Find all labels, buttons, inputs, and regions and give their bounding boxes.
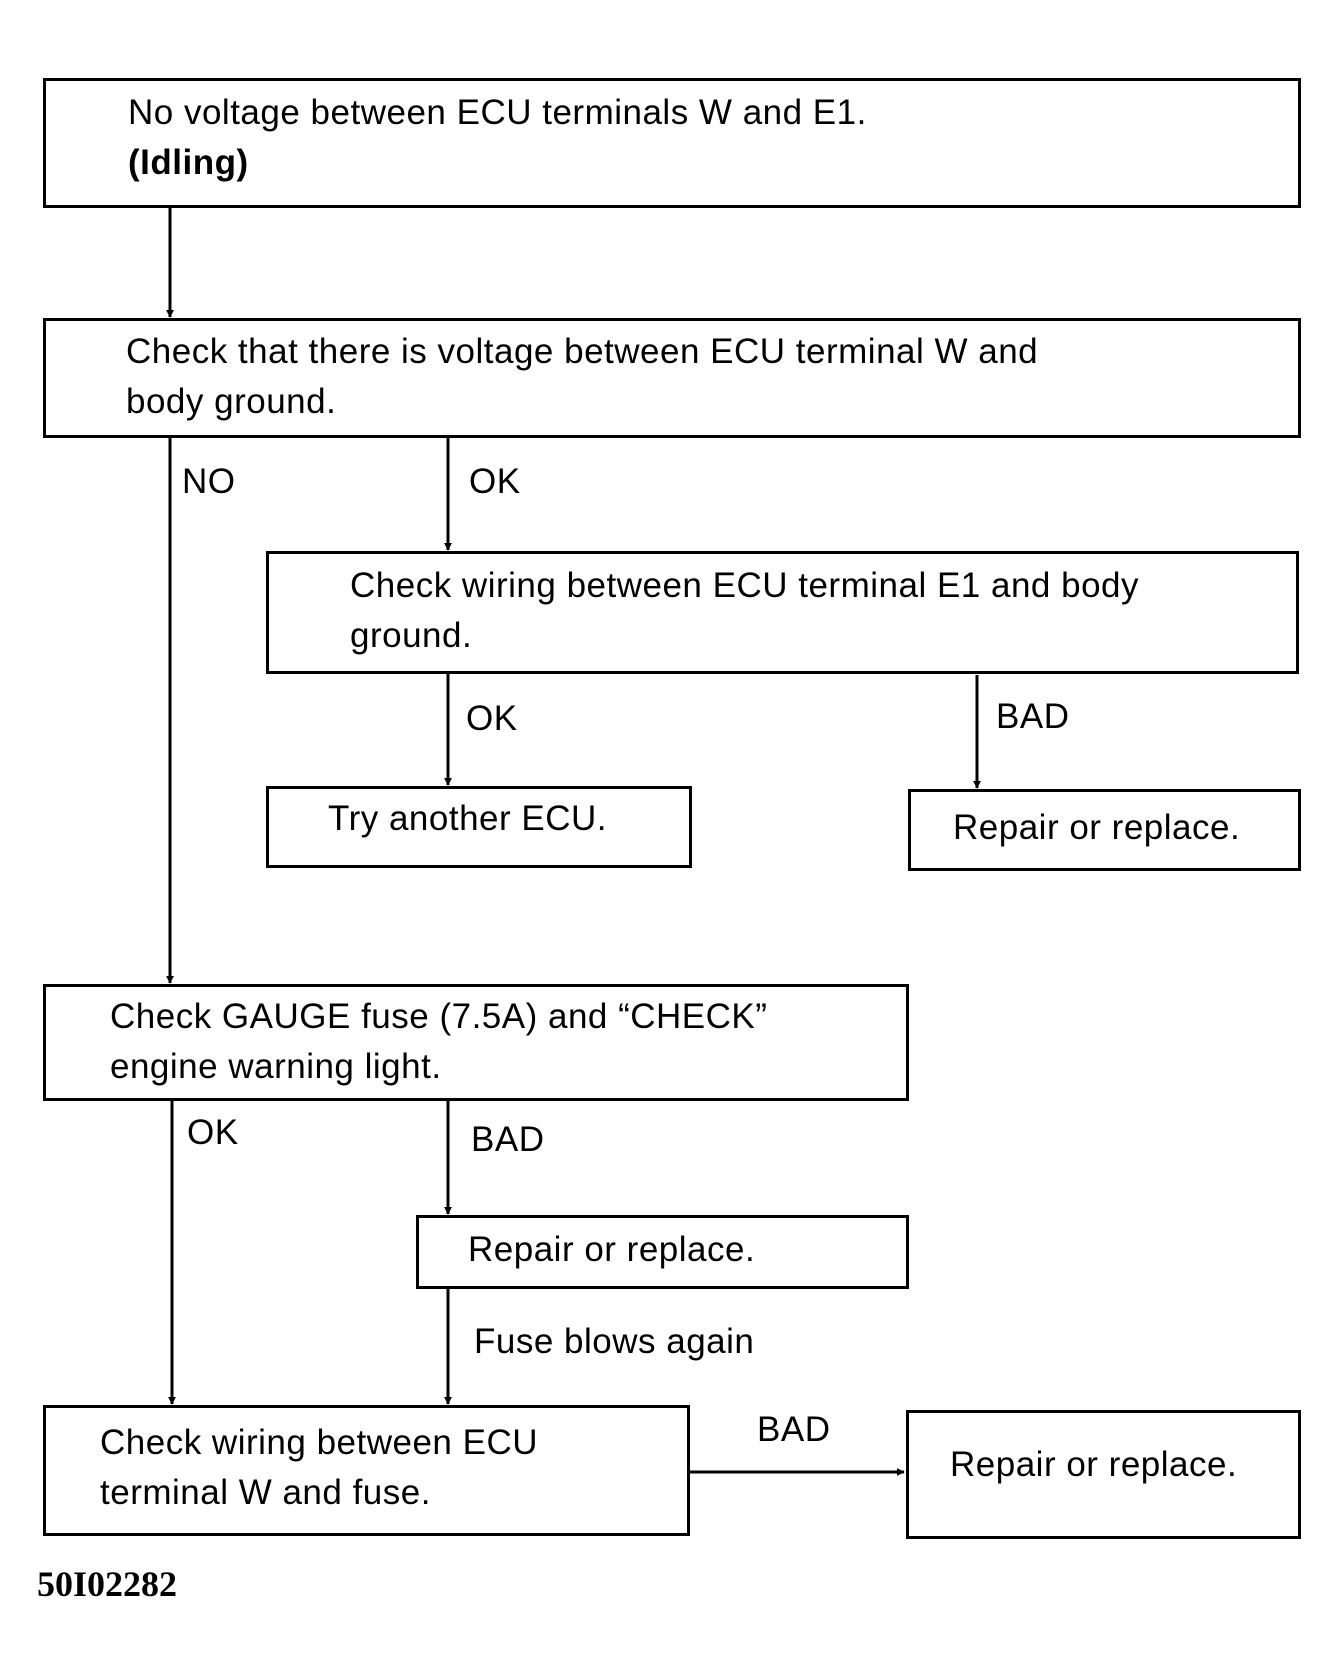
box-check-wiring-e1-line1: Check wiring between ECU terminal E1 and… [350, 566, 1139, 605]
label-bad-b6: BAD [471, 1120, 545, 1159]
box-check-voltage-w-line1: Check that there is voltage between ECU … [126, 332, 1039, 371]
box-check-wiring-e1-text: Check wiring between ECU terminal E1 and… [350, 561, 1139, 661]
box-repair-replace-3-text: Repair or replace. [950, 1440, 1237, 1490]
box-try-another-ecu [266, 786, 692, 868]
box-no-voltage [43, 78, 1301, 208]
box-check-gauge-fuse [43, 984, 909, 1101]
box-check-gauge-fuse-line1: Check GAUGE fuse (7.5A) and “CHECK” [110, 997, 768, 1036]
box-try-another-ecu-text: Try another ECU. [328, 794, 607, 844]
box-repair-replace-2-text: Repair or replace. [468, 1225, 755, 1275]
box-check-voltage-w-line2: body ground. [126, 382, 337, 421]
box-check-gauge-fuse-line2: engine warning light. [110, 1047, 442, 1086]
label-ok-b6: OK [187, 1113, 239, 1152]
box-try-another-ecu-line1: Try another ECU. [328, 799, 608, 838]
box-check-wiring-w-fuse-line2: terminal W and fuse. [100, 1473, 431, 1512]
box-repair-replace-3-line1: Repair or replace. [950, 1445, 1238, 1484]
label-ok-b2: OK [469, 462, 521, 501]
label-fuse-blows-again: Fuse blows again [474, 1322, 755, 1361]
box-repair-replace-1 [908, 789, 1301, 871]
box-repair-replace-1-line1: Repair or replace. [953, 808, 1241, 847]
box-check-gauge-fuse-text: Check GAUGE fuse (7.5A) and “CHECK” engi… [110, 992, 767, 1092]
label-bad-b3: BAD [996, 697, 1070, 736]
box-check-wiring-w-fuse-line1: Check wiring between ECU [100, 1423, 539, 1462]
box-repair-replace-1-text: Repair or replace. [953, 803, 1240, 853]
box-check-voltage-w [43, 318, 1301, 438]
box-repair-replace-3 [906, 1410, 1301, 1539]
label-ok-b3: OK [466, 699, 518, 738]
box-check-wiring-e1 [266, 551, 1299, 674]
box-repair-replace-2 [416, 1215, 909, 1289]
box-check-voltage-w-text: Check that there is voltage between ECU … [126, 327, 1038, 427]
label-no: NO [182, 462, 236, 501]
box-no-voltage-line1: No voltage between ECU terminals W and E… [128, 93, 867, 132]
box-no-voltage-line2: (Idling) [128, 143, 249, 182]
box-repair-replace-2-line1: Repair or replace. [468, 1230, 756, 1269]
figure-id: 50I02282 [37, 1564, 178, 1604]
box-check-wiring-w-fuse [43, 1405, 690, 1536]
label-bad-b8: BAD [757, 1410, 831, 1449]
box-check-wiring-e1-line2: ground. [350, 616, 473, 655]
box-no-voltage-text: No voltage between ECU terminals W and E… [128, 88, 867, 188]
box-check-wiring-w-fuse-text: Check wiring between ECU terminal W and … [100, 1418, 538, 1518]
